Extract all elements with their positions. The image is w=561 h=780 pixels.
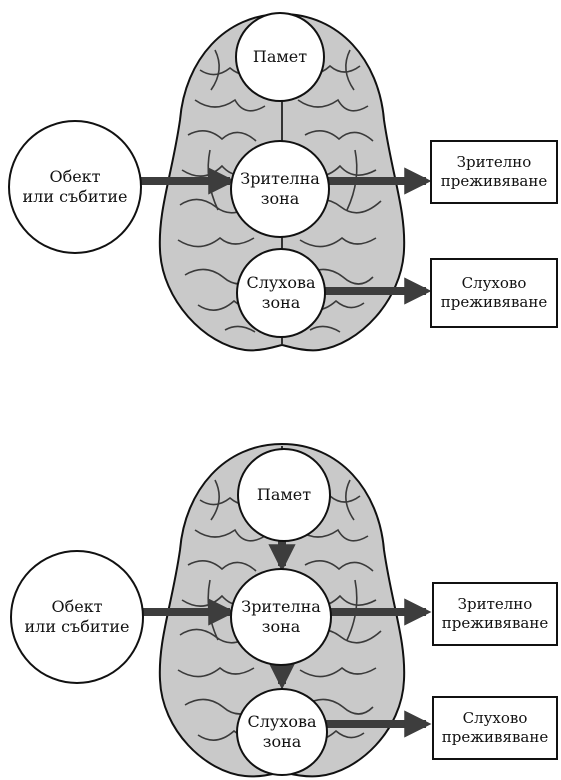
auditory-experience-box: Слухово преживяване [430,258,558,328]
object-event-circle: Обект или събитие [8,120,142,254]
visual-experience-box: Зрително преживяване [432,582,558,646]
visual-zone-circle: Зрителна зона [230,568,332,666]
auditory-zone-circle: Слухова зона [236,688,328,776]
object-event-circle: Обект или събитие [10,550,144,684]
memory-circle: Памет [235,12,325,102]
diagram-top: Обект или събитие Памет Зрителна зона Сл… [0,0,561,370]
auditory-experience-box: Слухово преживяване [432,696,558,760]
auditory-zone-circle: Слухова зона [236,248,326,338]
brain-folds [177,49,382,333]
memory-circle: Памет [237,448,331,542]
visual-experience-box: Зрително преживяване [430,140,558,204]
diagram-bottom: Обект или събитие Памет Зрителна зона Сл… [0,410,561,780]
visual-zone-circle: Зрителна зона [230,140,330,238]
arrows [140,167,432,305]
